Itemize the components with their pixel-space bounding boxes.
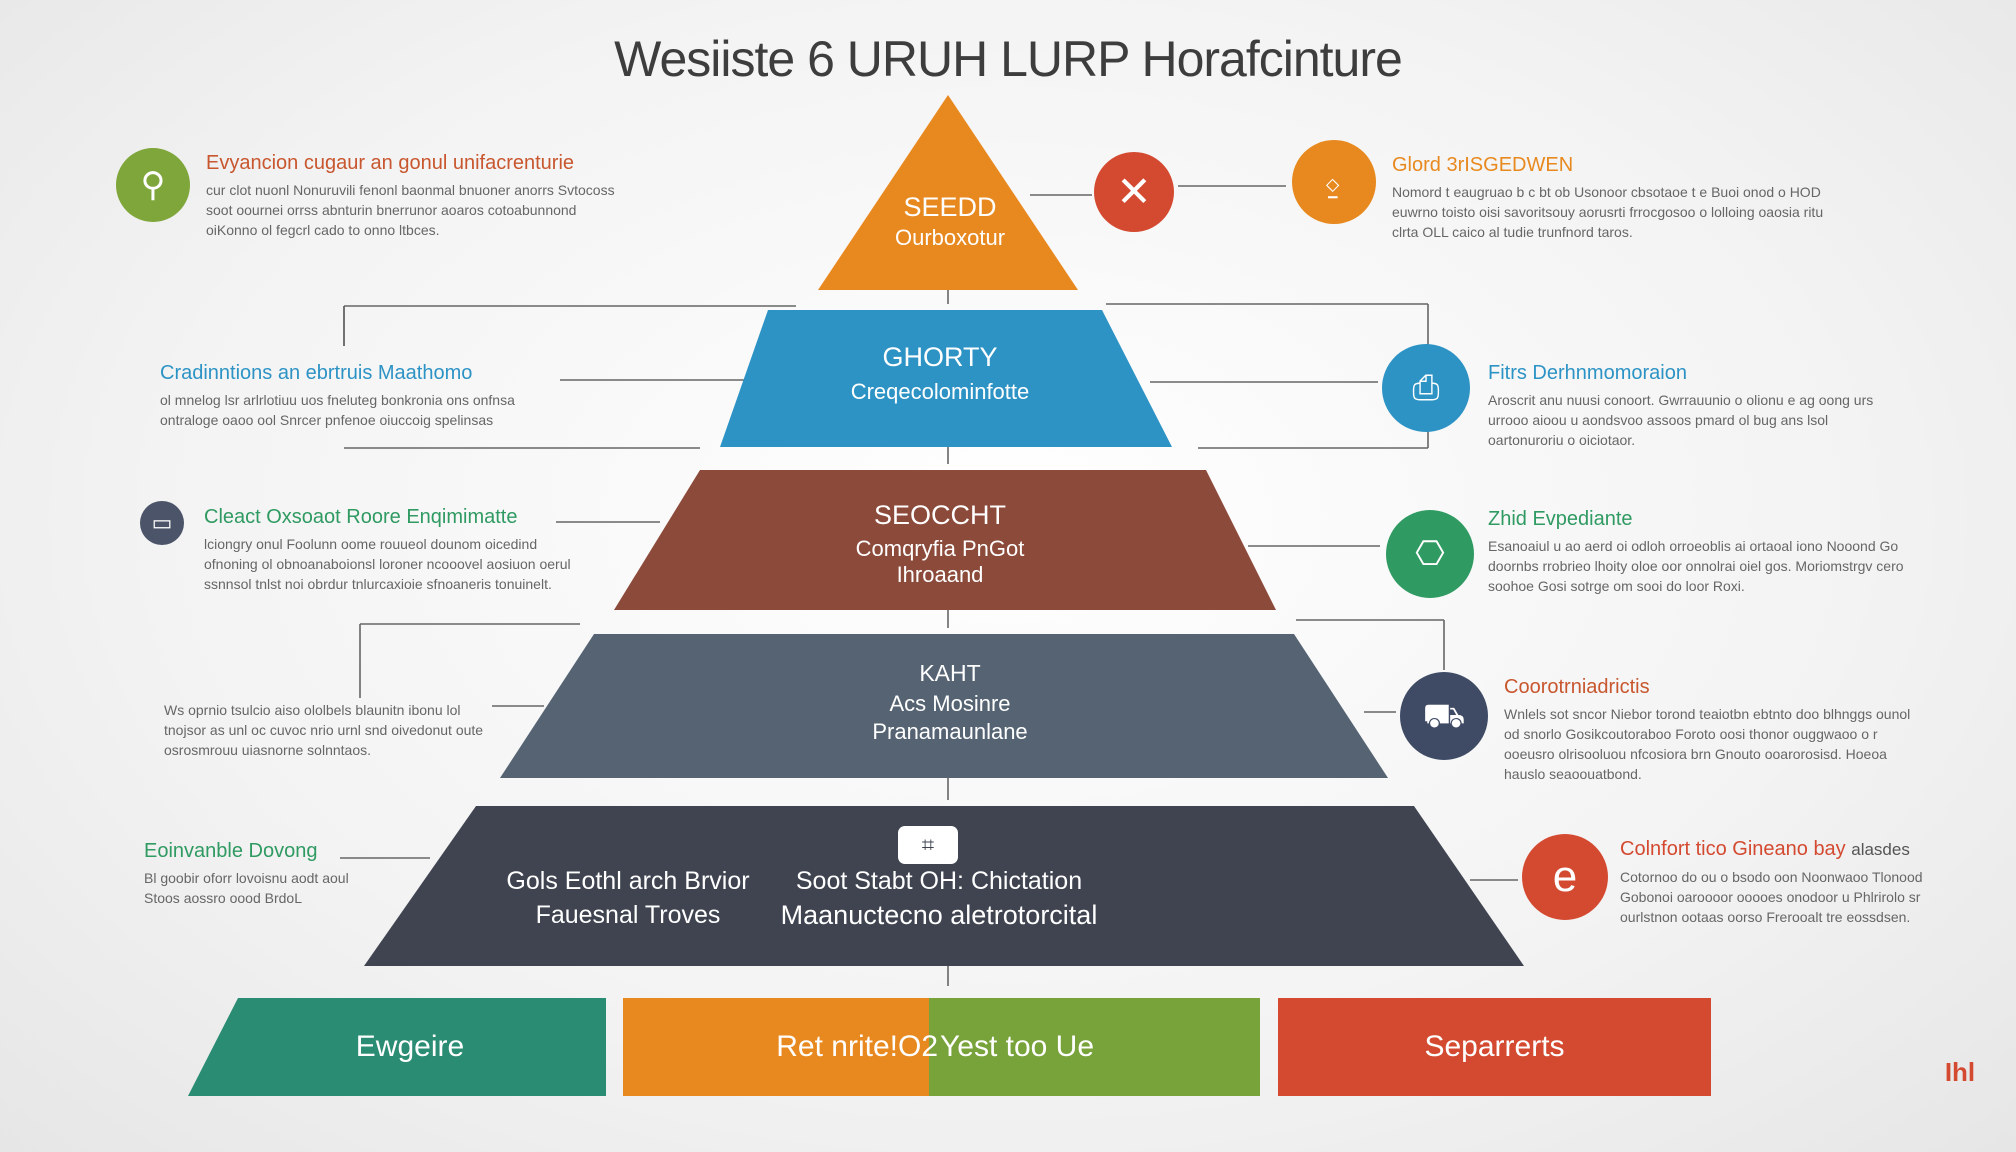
left-note-3-head: Cleact Oxsoaot Roore Enqimimatte (204, 506, 518, 528)
right-note-5-head-main: Colnfort tico Gineano bay (1620, 838, 1846, 860)
right-note-5-head: Colnfort tico Gineano bay alasdes (1620, 836, 1940, 863)
base-left-line-2: Fauesnal Troves (535, 901, 721, 929)
right-note-4: Coorotrniadrictis Wnlels sot sncor Niebo… (1504, 674, 1924, 784)
tier-3-sub2: Ihroaand (896, 562, 984, 587)
left-note-1-body: cur clot nuonl Nonuruvili fenonl baonmal… (206, 182, 615, 238)
lock-icon: ⎔ (1386, 510, 1474, 598)
connector-lines (340, 185, 1518, 986)
bag-glyph: ⎙ (1412, 369, 1440, 407)
tier-4-name: KAHT (919, 660, 981, 686)
base-left-line-1: Gols Eothl arch Brvior (506, 867, 750, 895)
bar-4-label[interactable]: Separrerts (1424, 1030, 1565, 1063)
tier-1-name: SEEDD (903, 192, 997, 222)
bucket-glyph: ⍚ (1323, 163, 1345, 201)
left-note-2: Cradinntions an ebrtruis Maathomo ol mne… (160, 360, 530, 430)
right-note-1-body: Nomord t eaugruao b c bt ob Usonoor cbso… (1392, 184, 1824, 240)
e-icon: e (1522, 834, 1608, 920)
tier-3-shape[interactable] (614, 470, 1276, 610)
right-note-2-body: Aroscrit anu nuusi conoort. Gwrrauunio o… (1488, 392, 1874, 448)
bar-1-label[interactable]: Ewgeire (355, 1030, 465, 1063)
left-note-5-body: Bl goobir oforr lovoisnu aodt aoul Stoos… (144, 870, 349, 906)
left-note-1: Evyancion cugaur an gonul unifacrenturie… (206, 150, 626, 240)
bar-2-label[interactable]: Ret nrite!O2 (776, 1030, 938, 1063)
left-note-2-body: ol mnelog lsr arlrlotiuu uos fneluteg bo… (160, 392, 515, 428)
lock-glyph: ⎔ (1415, 535, 1445, 573)
monitor-glyph: ▭ (151, 510, 173, 535)
tier-2-sub: Creqecolominfotte (850, 379, 1030, 404)
tier-2-name: GHORTY (882, 342, 998, 372)
projector-icon: ⛟ (1400, 672, 1488, 760)
right-note-5: Colnfort tico Gineano bay alasdes Cotorn… (1620, 836, 1940, 927)
right-note-5-head-tail: alasdes (1851, 840, 1910, 859)
left-note-1-head: Evyancion cugaur an gonul unifacrenturie (206, 152, 575, 174)
base-tier-left-text: Gols Eothl arch Brvior Fauesnal Troves (498, 864, 758, 932)
projector-glyph: ⛟ (1422, 697, 1466, 735)
tier-4-label: KAHT Acs Mosinre Pranamaunlane (800, 656, 1100, 746)
left-note-5: Eoinvanble Dovong Bl goobir oforr lovois… (144, 838, 364, 908)
left-note-3-body: lciongry onul Foolunn oome rouueol douno… (204, 536, 571, 592)
right-note-3-body: Esanoaiul u ao aerd oi odloh orroeoblis … (1488, 538, 1904, 594)
base-tier-badge-icon[interactable]: ⌗ (898, 826, 958, 864)
tier-4-sub2: Pranamaunlane (872, 719, 1028, 744)
left-note-2-head: Cradinntions an ebrtruis Maathomo (160, 362, 473, 384)
right-note-2-head: Fitrs Derhnmomoraion (1488, 362, 1687, 384)
bar-3-shape (929, 998, 1260, 1096)
right-note-4-body: Wnlels sot sncor Niebor torond teaiotbn … (1504, 706, 1911, 782)
monitor-icon: ▭ (140, 501, 184, 545)
bag-icon: ⎙ (1382, 344, 1470, 432)
bar-1-shape (188, 998, 606, 1096)
close-glyph: ✕ (1116, 168, 1152, 215)
tier-2-label: GHORTY Creqecolominfotte (800, 340, 1080, 406)
tier-3-sub: Comqryfia PnGot (855, 536, 1025, 561)
left-note-4: Ws oprnio tsulcio aiso ololbels blaunitn… (164, 696, 484, 760)
tier-1-sub: Ourboxotur (894, 225, 1006, 250)
left-note-5-head: Eoinvanble Dovong (144, 840, 318, 862)
e-glyph: e (1552, 852, 1578, 901)
tier-4-sub: Acs Mosinre (889, 691, 1011, 716)
brand-logo: Ihl (1944, 1057, 1976, 1087)
left-note-3: Cleact Oxsoaot Roore Enqimimatte lciongr… (204, 504, 574, 594)
person-icon: ⚲ (116, 148, 190, 222)
tier-1-label: SEEDD Ourboxotur (850, 190, 1050, 252)
connector-close-icon[interactable]: ✕ (1094, 152, 1174, 232)
tier-1-shape[interactable] (818, 95, 1078, 290)
right-note-1-head: Glord 3rISGEDWEN (1392, 154, 1574, 176)
right-note-3-head: Zhid Evpediante (1488, 508, 1633, 530)
base-right-line-2: Maanuctecno aletrotorcital (780, 900, 1098, 930)
tier-5-shape[interactable] (364, 806, 1524, 966)
bar-2-shape (623, 998, 929, 1096)
right-note-1: Glord 3rISGEDWEN Nomord t eaugruao b c b… (1392, 152, 1852, 242)
tier-2-shape[interactable] (720, 310, 1172, 447)
right-note-2: Fitrs Derhnmomoraion Aroscrit anu nuusi … (1488, 360, 1888, 450)
base-tier-right-text: Soot Stabt OH: Chictation Maanuctecno al… (764, 864, 1114, 932)
tier-3-name: SEOCCHT (873, 500, 1006, 530)
right-note-4-head: Coorotrniadrictis (1504, 676, 1650, 698)
bucket-icon: ⍚ (1292, 140, 1376, 224)
tier-3-label: SEOCCHT Comqryfia PnGot Ihroaand (800, 498, 1080, 588)
base-right-line-1: Soot Stabt OH: Chictation (795, 867, 1083, 895)
tier-4-shape[interactable] (500, 634, 1388, 778)
bar-3-label[interactable]: Yest too Ue (940, 1030, 1094, 1063)
left-note-4-body: Ws oprnio tsulcio aiso ololbels blaunitn… (164, 702, 484, 758)
right-note-3: Zhid Evpediante Esanoaiul u ao aerd oi o… (1488, 506, 1908, 596)
right-note-5-body: Cotornoo do ou o bsodo oon Noonwaoo Tlon… (1620, 869, 1923, 925)
bar-4-shape (1278, 998, 1711, 1096)
person-glyph: ⚲ (140, 166, 166, 204)
page-title: Wesiiste 6 URUH LURP Horafcinture (614, 31, 1403, 87)
